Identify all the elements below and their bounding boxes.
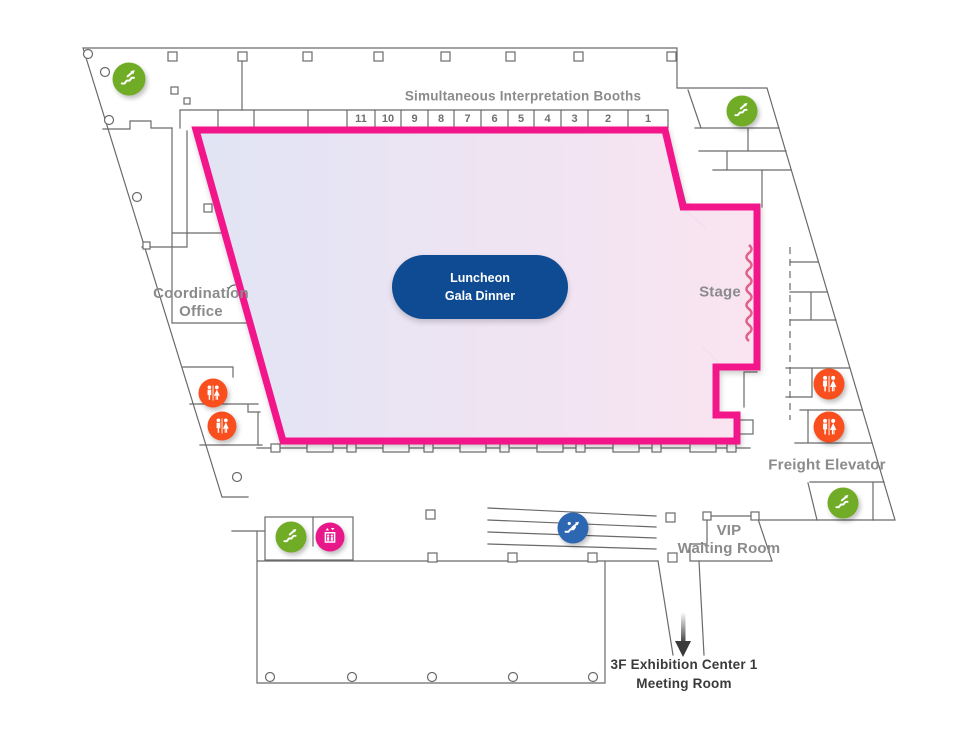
exhibition-center-link-label: 3F Exhibition Center 1 Meeting Room	[610, 657, 758, 691]
moving-walkway-icon	[557, 512, 589, 544]
stage-curtain	[745, 244, 753, 342]
down-arrow-icon	[675, 612, 691, 657]
freight-elevator-label: Freight Elevator	[768, 456, 886, 474]
restroom-icon	[813, 411, 845, 443]
booth-number-7: 7	[464, 113, 471, 125]
restroom-icon	[813, 368, 845, 400]
coordination-office-label: Coordination Office	[153, 285, 249, 320]
booth-number-11: 11	[355, 113, 367, 125]
escalator-icon	[275, 521, 307, 553]
escalator-icon	[726, 95, 758, 127]
booth-number-2: 2	[604, 113, 612, 125]
booth-number-1: 1	[644, 113, 652, 125]
booth-number-8: 8	[437, 113, 445, 125]
booths-title: Simultaneous Interpretation Booths	[404, 88, 642, 104]
vip-waiting-room-label: VIP Waiting Room	[677, 522, 781, 557]
booth-number-4: 4	[544, 113, 551, 125]
booth-number-3: 3	[571, 113, 578, 125]
escalator-icon	[112, 62, 146, 96]
booth-number-9: 9	[411, 113, 418, 125]
elevator-icon	[315, 522, 345, 552]
stage-label: Stage	[699, 283, 741, 301]
restroom-icon	[207, 411, 237, 441]
event-label-pill: Luncheon Gala Dinner	[392, 255, 568, 319]
escalator-icon	[827, 487, 859, 519]
booth-number-5: 5	[517, 113, 525, 125]
booth-number-10: 10	[381, 113, 395, 125]
restroom-icon	[198, 378, 228, 408]
booth-number-6: 6	[491, 113, 498, 125]
